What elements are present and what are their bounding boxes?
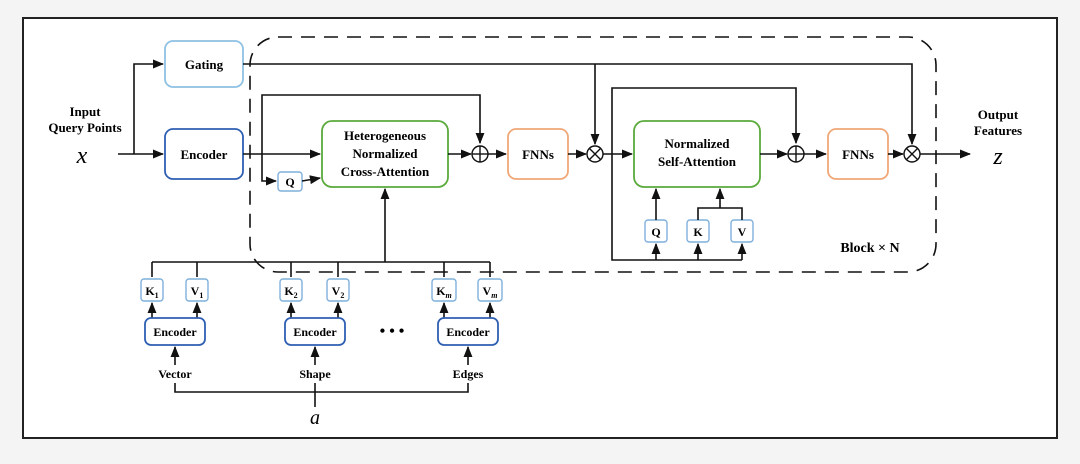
k-label-1: K1 (145, 284, 158, 300)
output-label-line2: Features (974, 123, 1022, 138)
context-encoder-box-2 (284, 317, 346, 346)
k-label-2: K2 (284, 284, 297, 300)
plus-operator-1 (471, 145, 489, 163)
self-attention-line1: Normalized (665, 136, 731, 151)
q-box-cross (277, 171, 303, 192)
cross-attention-line3: Cross-Attention (341, 164, 430, 179)
v-box-2 (326, 278, 350, 302)
v-box-m (477, 278, 503, 302)
ellipsis: • • • (380, 323, 405, 340)
v-label-m: Vm (483, 284, 498, 300)
v-label-self: V (738, 225, 747, 239)
output-label-line1: Output (978, 107, 1019, 122)
q-label-self: Q (651, 225, 660, 239)
arrow-residual-to-plus-1 (261, 94, 485, 154)
input-variable-x: x (76, 143, 88, 169)
gating-label: Gating (185, 57, 224, 72)
arrow-q-to-cross-attention (301, 175, 322, 185)
q-label-cross: Q (285, 175, 294, 189)
input-label-line2: Query Points (48, 120, 121, 135)
output-variable-z: z (992, 144, 1003, 170)
arrow-to-q-cross (261, 154, 278, 186)
context-encoder-label-m: Encoder (446, 325, 490, 339)
fnn-label-1: FNNs (522, 147, 554, 162)
context-encoder-label-1: Encoder (153, 325, 197, 339)
v-label-1: V1 (191, 284, 204, 300)
block-label: Block × N (840, 241, 899, 256)
multiply-operator-1 (586, 145, 604, 163)
line-input-bracket (174, 383, 469, 393)
query-encoder-label: Encoder (181, 147, 228, 162)
context-input-label-m: Edges (453, 367, 484, 381)
input-label-line1: Input (69, 104, 101, 119)
fnn-label-2: FNNs (842, 147, 874, 162)
arrow-residual-to-plus-2 (611, 87, 801, 154)
parameter-variable-a: a (310, 407, 320, 429)
cross-attention-line1: Heterogeneous (344, 128, 426, 143)
multiply-operator-2 (903, 145, 921, 163)
k-label-m: Km (436, 284, 452, 300)
k-label-self: K (693, 225, 703, 239)
k-box-1 (140, 278, 164, 302)
v-box-1 (185, 278, 209, 302)
context-encoder-box-1 (144, 317, 206, 346)
context-encoder-box-m (437, 317, 499, 346)
k-box-2 (279, 278, 303, 302)
self-attention-line2: Self-Attention (658, 154, 737, 169)
context-input-label-2: Shape (299, 367, 331, 381)
cross-attention-line2: Normalized (353, 146, 419, 161)
plus-operator-2 (787, 145, 805, 163)
context-group-2: K2 V2 Encoder Shape (279, 262, 350, 381)
context-input-label-1: Vector (158, 367, 192, 381)
v-label-2: V2 (332, 284, 345, 300)
line-kv-join (697, 207, 743, 220)
k-box-m (431, 278, 457, 302)
context-group-1: K1 V1 Encoder Vector (140, 262, 209, 381)
arrow-gating-to-output-multiply (243, 63, 917, 146)
arrow-input-to-gating (133, 59, 165, 154)
context-encoder-label-2: Encoder (293, 325, 337, 339)
context-group-m: Km Vm Encoder Edges (431, 262, 503, 381)
